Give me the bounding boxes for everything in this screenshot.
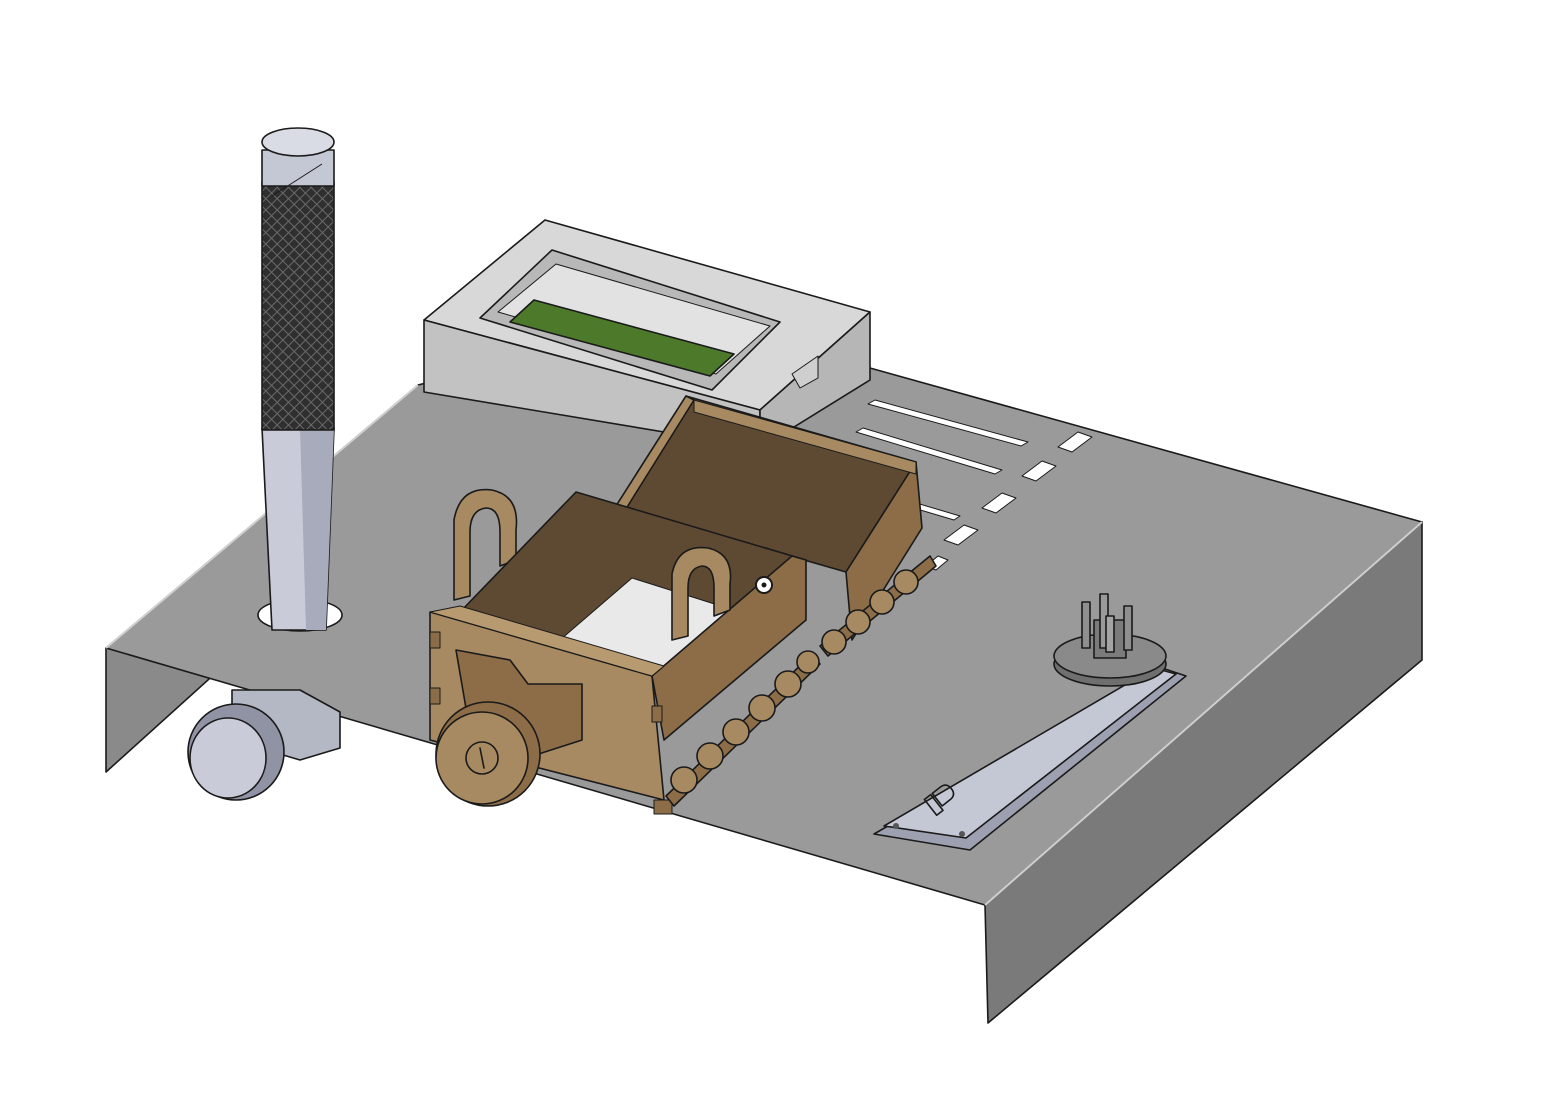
clamp-knob-face bbox=[189, 717, 267, 799]
short-slot-4 bbox=[943, 524, 979, 546]
short-slot-2 bbox=[1021, 460, 1057, 482]
knob-fin-3 bbox=[1123, 605, 1133, 651]
cart-right-wall bbox=[651, 555, 807, 741]
logo-mark-icon bbox=[923, 784, 955, 817]
rotary-knob[interactable] bbox=[1053, 593, 1167, 687]
short-slot-3 bbox=[981, 492, 1017, 514]
long-slot-1 bbox=[867, 399, 1029, 447]
rear-track bbox=[819, 555, 937, 657]
right-loop-handle bbox=[671, 546, 732, 641]
side-clamp[interactable] bbox=[187, 689, 341, 801]
crank-hub-icon bbox=[465, 741, 499, 775]
left-loop-handle bbox=[453, 488, 518, 601]
front-wood-cart[interactable] bbox=[429, 488, 821, 815]
nameplate-top bbox=[883, 667, 1177, 839]
long-slot-2 bbox=[855, 427, 1003, 475]
rear-wood-frame[interactable] bbox=[615, 395, 937, 657]
front-track bbox=[665, 650, 821, 807]
knob-fin-4 bbox=[1105, 615, 1115, 653]
knob-fin-1 bbox=[1081, 601, 1091, 649]
handle-grip bbox=[261, 181, 335, 431]
knurled-handle[interactable] bbox=[257, 127, 343, 632]
short-slot-1 bbox=[1057, 431, 1093, 453]
nameplate[interactable] bbox=[873, 667, 1187, 851]
handle-top bbox=[261, 127, 335, 157]
pivot-point-icon[interactable] bbox=[755, 576, 773, 594]
lcd-screen bbox=[509, 299, 735, 377]
